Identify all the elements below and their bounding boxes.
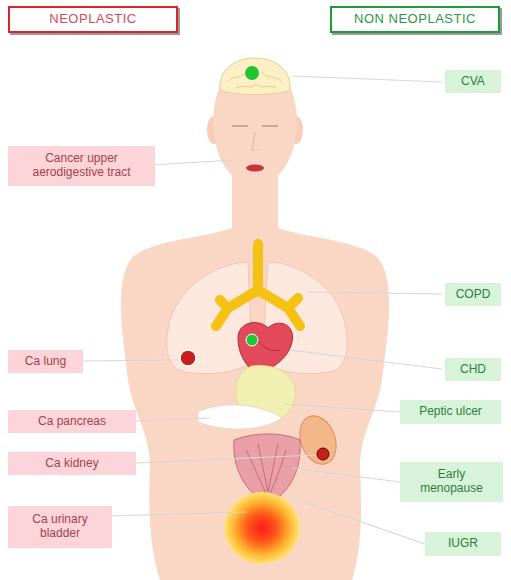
condition-label: Ca pancreas — [8, 410, 136, 433]
leader-line — [306, 292, 442, 294]
label-text: CVA — [461, 75, 485, 89]
leader-line — [136, 455, 316, 463]
eye — [232, 125, 248, 127]
leader-line — [153, 160, 232, 165]
label-text: Ca urinary bladder — [13, 513, 107, 541]
kidney — [293, 411, 342, 470]
group-header: NEOPLASTIC — [8, 6, 178, 33]
leader-line — [136, 418, 210, 421]
condition-label: Cancer upper aerodigestive tract — [8, 146, 155, 186]
leader-line — [292, 76, 442, 82]
label-text: Ca pancreas — [38, 415, 106, 429]
label-text: Peptic ulcer — [419, 405, 482, 419]
label-text: Ca kidney — [45, 457, 98, 471]
leader-line — [292, 498, 425, 544]
condition-label: COPD — [445, 283, 501, 306]
lung — [167, 262, 252, 374]
condition-label: IUGR — [425, 532, 501, 556]
condition-label: Ca lung — [8, 350, 83, 373]
bladder — [224, 492, 300, 564]
condition-label: Ca urinary bladder — [8, 506, 112, 548]
leader-line — [284, 404, 400, 412]
label-text: CHD — [460, 363, 486, 377]
label-text: NON NEOPLASTIC — [354, 12, 476, 27]
condition-label: Ca kidney — [8, 452, 136, 475]
condition-label: Peptic ulcer — [400, 400, 501, 424]
tumour-dot — [180, 350, 196, 366]
label-text: NEOPLASTIC — [49, 12, 136, 27]
condition-label: Early menopause — [400, 462, 503, 502]
condition-label: CHD — [445, 358, 501, 381]
pancreas — [198, 405, 282, 429]
lesion-dot — [245, 66, 259, 80]
lesion-dot — [246, 334, 258, 346]
mouth — [246, 165, 264, 172]
leader-line — [292, 468, 400, 482]
condition-label: CVA — [445, 70, 501, 93]
brain — [220, 58, 290, 95]
uterus-folds — [246, 444, 286, 498]
leader-line — [110, 512, 246, 516]
label-text: COPD — [456, 288, 491, 302]
nose — [252, 132, 258, 150]
label-text: Cancer upper aerodigestive tract — [13, 152, 150, 180]
trachea — [216, 244, 300, 326]
tumour-dot — [317, 448, 329, 460]
head — [213, 58, 297, 186]
leader-line — [290, 350, 442, 369]
label-text: Ca lung — [25, 355, 66, 369]
eye — [262, 125, 278, 127]
leader-line — [83, 360, 178, 361]
heart-vessels — [255, 336, 280, 350]
label-text: Early menopause — [405, 468, 498, 496]
label-text: IUGR — [448, 537, 478, 551]
group-header: NON NEOPLASTIC — [330, 6, 500, 33]
torso — [121, 228, 389, 580]
